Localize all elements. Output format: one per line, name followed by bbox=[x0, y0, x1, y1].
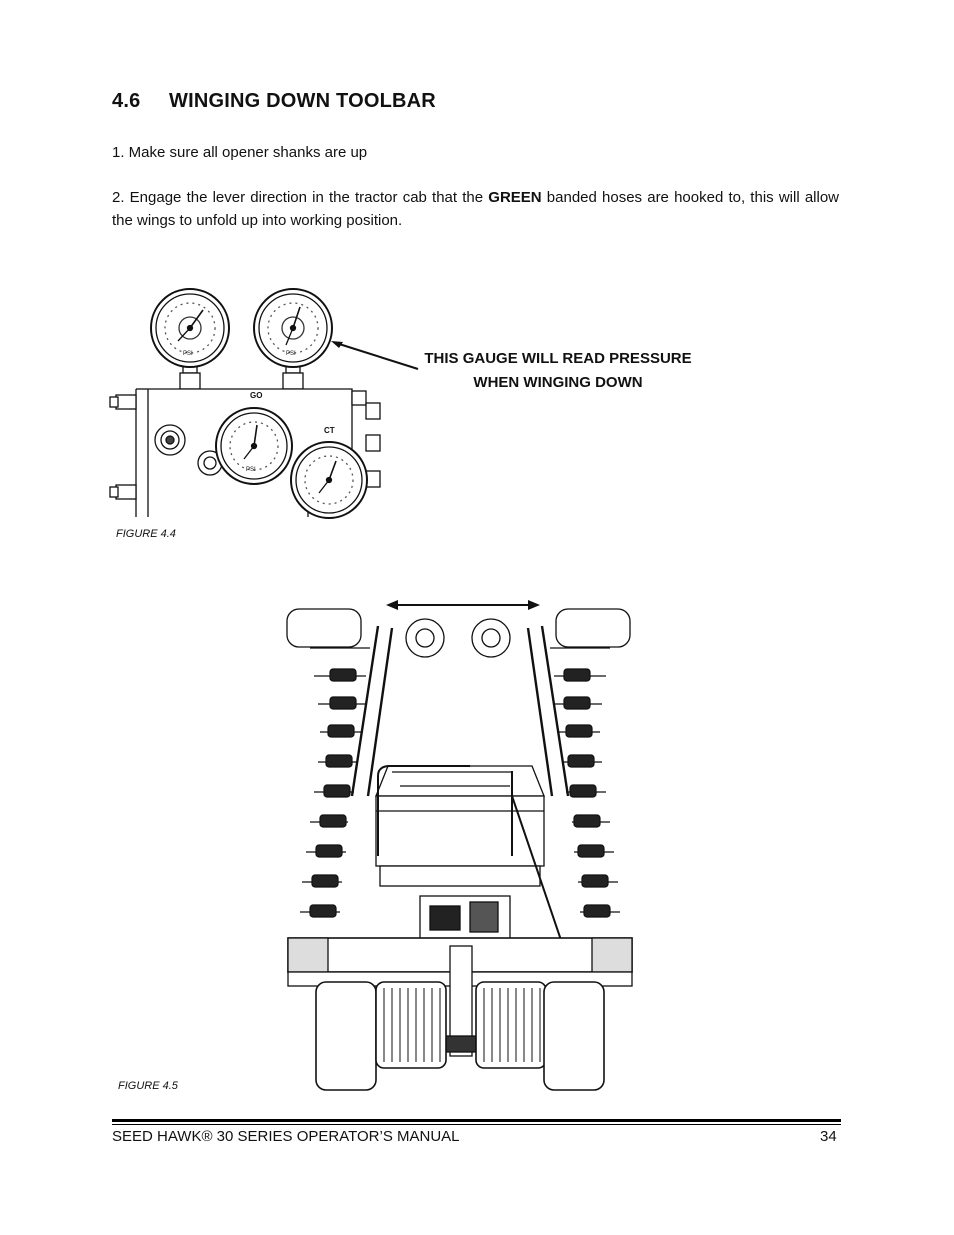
footer-page-number: 34 bbox=[820, 1128, 837, 1145]
left-inner-tire bbox=[375, 981, 447, 1069]
callout-arrow bbox=[335, 342, 419, 370]
gauge-callout: THIS GAUGE WILL READ PRESSURE WHEN WINGI… bbox=[414, 347, 702, 395]
pressure-gauge-top-right: PSI bbox=[253, 288, 333, 368]
footer-manual-title: SEED HAWK® 30 SERIES OPERATOR’S MANUAL bbox=[112, 1128, 460, 1145]
hydraulic-gauge-block-figure: GO CT PSI PSI PSI bbox=[109, 288, 419, 519]
step-2-suffix: banded hoses are hooked to, this will al… bbox=[112, 189, 840, 229]
callout-line-2: WHEN WINGING DOWN bbox=[473, 374, 643, 391]
go-label: GO bbox=[250, 391, 262, 400]
step-2-bold-green: GREEN bbox=[488, 189, 542, 206]
left-outer-tire bbox=[315, 981, 377, 1091]
footer-rule-thick bbox=[112, 1119, 841, 1122]
step-2-paragraph: 2. Engage the lever direction in the tra… bbox=[112, 187, 839, 232]
section-number: 4.6 bbox=[112, 90, 141, 112]
right-inner-tire bbox=[475, 981, 547, 1069]
pressure-gauge-right bbox=[290, 441, 368, 519]
svg-text:PSI: PSI bbox=[246, 467, 256, 473]
right-outer-tire bbox=[543, 981, 605, 1091]
section-title: WINGING DOWN TOOLBAR bbox=[169, 90, 436, 112]
ct-label: CT bbox=[324, 426, 335, 435]
left-wing-openers bbox=[300, 647, 370, 918]
svg-text:PSI: PSI bbox=[183, 351, 193, 357]
figure-4-5-caption: FIGURE 4.5 bbox=[118, 1080, 178, 1092]
right-wing-openers bbox=[550, 647, 620, 918]
step-2-prefix: 2. Engage the lever direction in the tra… bbox=[112, 189, 489, 206]
figure-4-4-caption: FIGURE 4.4 bbox=[116, 528, 176, 540]
step-1-text: 1. Make sure all opener shanks are up bbox=[112, 144, 368, 161]
toolbar-wings-figure bbox=[286, 600, 633, 1091]
callout-line-1: THIS GAUGE WILL READ PRESSURE bbox=[424, 350, 692, 367]
pressure-gauge-middle: PSI bbox=[215, 407, 293, 485]
svg-text:PSI: PSI bbox=[286, 351, 296, 357]
section-heading: 4.6 WINGING DOWN TOOLBAR bbox=[112, 90, 436, 113]
pressure-gauge-top-left: PSI bbox=[150, 288, 230, 368]
footer-rule-thin bbox=[112, 1124, 841, 1125]
